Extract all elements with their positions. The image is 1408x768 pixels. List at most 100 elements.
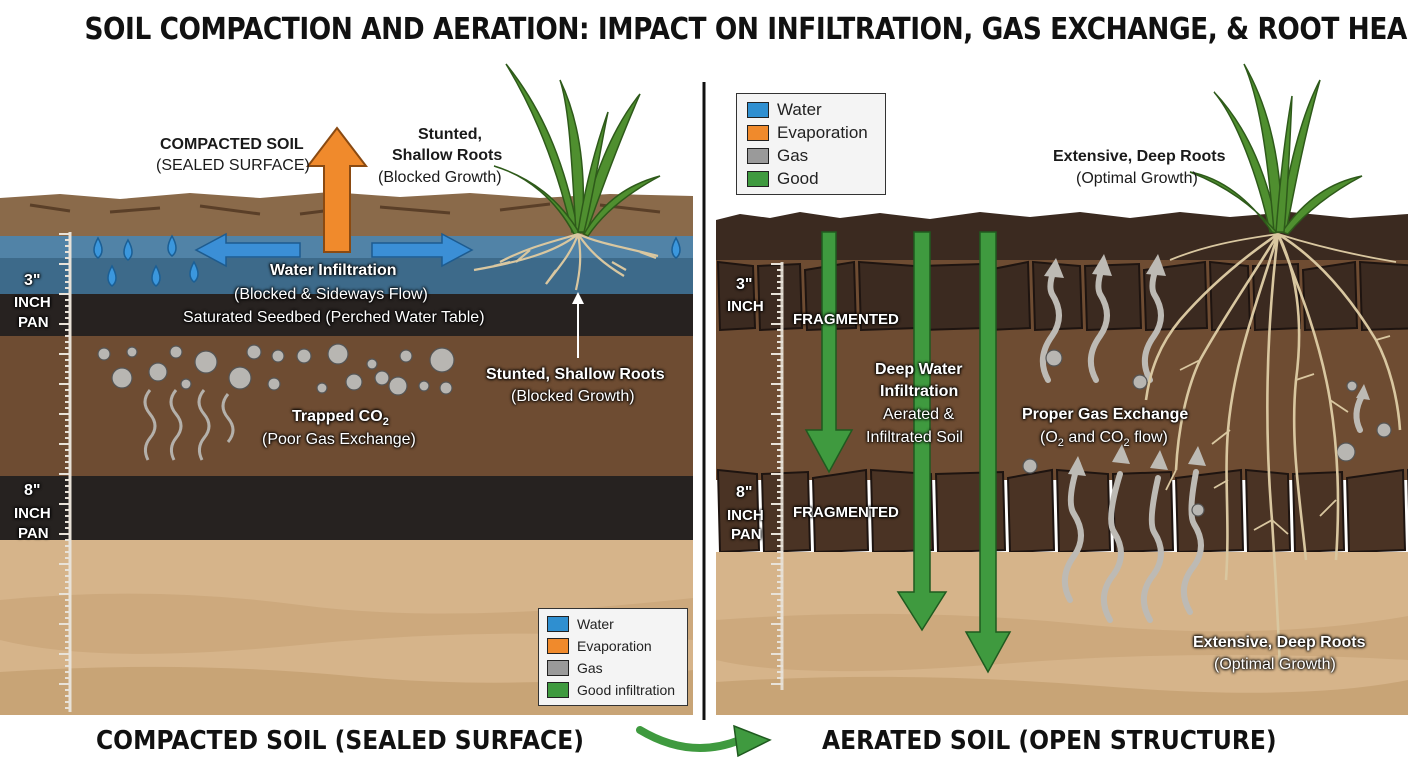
stunted-top-line1: Stunted,	[418, 126, 482, 143]
deep-water-line1: Deep Water	[875, 361, 963, 378]
root-strand	[1224, 233, 1280, 581]
gas-bubble	[1336, 442, 1356, 462]
left-depth-3-inch: INCH	[14, 294, 51, 311]
left-depth-ruler	[59, 232, 72, 712]
root-strand	[1277, 232, 1402, 431]
gas-bubble	[429, 347, 455, 373]
trapped-co2-sublabel: (Poor Gas Exchange)	[262, 431, 416, 448]
gas-bubble	[1376, 422, 1392, 438]
gas-exchange-o2-digit: 2	[1057, 437, 1064, 450]
gas-bubble	[111, 367, 133, 389]
left-legend-label: Good infiltration	[577, 682, 676, 698]
trapped-co2-subscript: 2	[382, 416, 389, 429]
right-legend-label: Good	[777, 168, 819, 188]
gas-bubble	[126, 346, 138, 358]
gas-bubble	[399, 349, 413, 363]
diagram-title: SOIL COMPACTION AND AERATION: IMPACT ON …	[84, 12, 1408, 47]
root-strand	[1165, 335, 1391, 535]
gas-exchange-arrows	[1039, 265, 1365, 623]
left-panel-artwork	[0, 63, 693, 715]
left-gas-squiggles	[143, 389, 235, 461]
soil-fragment	[1301, 260, 1359, 332]
soil-fragment	[811, 468, 870, 554]
left-subsoil-band	[0, 593, 693, 654]
left-legend-row: Gas	[547, 657, 679, 679]
soil-fragment	[1291, 470, 1346, 554]
soil-fragment	[1031, 260, 1084, 332]
aerated-line2: Infiltrated Soil	[866, 429, 963, 446]
right-dark-topsoil	[716, 212, 1408, 262]
gas-bubble	[246, 344, 262, 360]
soil-fragment	[716, 260, 757, 332]
gas-bubble	[418, 380, 430, 392]
left-sideways-water-arrows	[194, 232, 474, 268]
extensive-roots-top-label: Extensive, Deep Roots	[1053, 148, 1226, 165]
saturated-seedbed-label: Saturated Seedbed (Perched Water Table)	[183, 309, 485, 326]
left-legend-row: Evaporation	[547, 635, 679, 657]
trapped-co2-text: Trapped CO	[292, 408, 383, 425]
left-legend-swatch	[547, 638, 569, 654]
right-legend-row: Evaporation	[747, 121, 875, 144]
right-depth-8-number: 8"	[736, 484, 753, 501]
left-depth-3-pan: PAN	[18, 314, 49, 331]
gas-bubble	[1022, 458, 1038, 474]
gas-bubble	[327, 343, 349, 365]
compacted-soil-sublabel: (SEALED SURFACE)	[156, 157, 310, 174]
right-legend-swatch	[747, 101, 769, 118]
gas-bubble	[267, 377, 281, 391]
gas-exchange-label: Proper Gas Exchange	[1022, 406, 1189, 423]
extensive-roots-top-sublabel: (Optimal Growth)	[1076, 170, 1198, 187]
gas-bubble	[1191, 503, 1205, 517]
right-legend-label: Evaporation	[777, 122, 868, 142]
gas-bubble	[148, 362, 168, 382]
left-legend-label: Evaporation	[577, 638, 652, 654]
deep-water-line2: Infiltration	[880, 383, 959, 400]
root-strand	[1277, 233, 1397, 263]
left-legend-label: Gas	[577, 660, 603, 676]
gas-bubble	[271, 349, 285, 363]
gas-bubble	[97, 347, 111, 361]
root-strand	[1174, 233, 1280, 471]
left-legend-swatch	[547, 682, 569, 698]
soil-fragment	[716, 468, 761, 554]
gas-bubble	[194, 350, 218, 374]
root-strand	[1276, 233, 1340, 561]
transition-arrow	[636, 724, 772, 758]
left-8inch-pan	[0, 476, 693, 542]
right-panel-caption: AERATED SOIL (OPEN STRUCTURE)	[822, 726, 1277, 756]
right-legend-swatch	[747, 147, 769, 164]
gas-bubble	[366, 358, 378, 370]
evaporation-arrow	[305, 126, 369, 253]
gas-arrow-heads	[1044, 254, 1370, 476]
soil-fragment	[1111, 470, 1175, 554]
soil-fragment	[1358, 260, 1408, 332]
water-infiltration-sublabel: (Blocked & Sideways Flow)	[234, 286, 428, 303]
right-subsoil-band	[716, 613, 1408, 672]
gas-bubble	[1346, 380, 1358, 392]
root-strand	[1144, 232, 1279, 401]
left-depth-8-number: 8"	[24, 482, 41, 499]
left-water-droplets	[93, 234, 681, 287]
gas-bubble	[169, 345, 183, 359]
right-depth-8-pan: PAN	[731, 526, 762, 543]
gas-exchange-sublabel: (O2 and CO2 flow)	[1040, 429, 1168, 450]
right-legend-row: Good	[747, 167, 875, 190]
right-depth-8-inch: INCH	[727, 507, 764, 524]
root-strand	[1169, 233, 1279, 261]
right-legend-label: Gas	[777, 145, 809, 165]
gas-bubble	[1132, 374, 1148, 390]
gas-exchange-co2-digit: 2	[1123, 437, 1130, 450]
fragmented-label-2: FRAGMENTED	[793, 504, 899, 521]
left-legend-label: Water	[577, 616, 614, 632]
soil-fragment	[756, 262, 804, 332]
soil-fragment	[1174, 468, 1245, 554]
compacted-soil-label: COMPACTED SOIL	[160, 136, 304, 153]
left-subsoil-band-2	[0, 666, 693, 715]
gas-bubble	[374, 370, 390, 386]
left-depth-8-inch: INCH	[14, 505, 51, 522]
trapped-gas-bubbles	[97, 343, 455, 396]
right-depth-3-number: 3"	[736, 276, 753, 293]
gas-bubble	[296, 348, 312, 364]
